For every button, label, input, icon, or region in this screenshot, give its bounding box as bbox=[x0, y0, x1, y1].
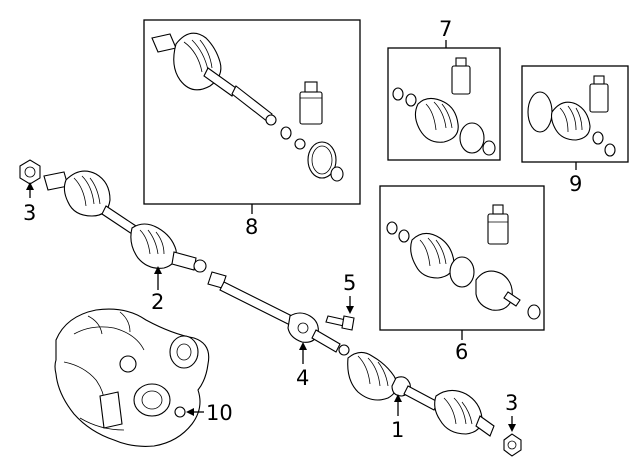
grease-tube-6 bbox=[487, 204, 509, 245]
axle-shaft-left bbox=[43, 170, 207, 273]
inset-box-7: 7 bbox=[387, 17, 501, 161]
callout-5: 5 bbox=[343, 271, 356, 295]
callout-6: 6 bbox=[455, 340, 468, 364]
callout-4: 4 bbox=[296, 366, 309, 390]
grease-tube-8 bbox=[299, 81, 323, 125]
boot-7 bbox=[392, 87, 496, 156]
boot-9 bbox=[527, 91, 616, 157]
grease-tube-7 bbox=[451, 57, 471, 95]
grease-tube-9 bbox=[589, 75, 609, 113]
callout-7: 7 bbox=[439, 17, 452, 41]
callout-8: 8 bbox=[245, 215, 258, 239]
inset-box-9: 9 bbox=[521, 65, 629, 196]
differential-housing bbox=[54, 308, 210, 447]
clamps-8 bbox=[280, 126, 344, 182]
callout-1: 1 bbox=[391, 418, 404, 442]
inner-joint-6 bbox=[386, 221, 541, 320]
axle-nut-right bbox=[503, 433, 522, 457]
axle-shaft-right bbox=[347, 351, 495, 437]
callout-10: 10 bbox=[206, 401, 233, 425]
axle-nut-left bbox=[19, 159, 41, 185]
bolt-5 bbox=[325, 315, 355, 331]
intermediate-shaft bbox=[207, 271, 350, 356]
outer-joint-shaft bbox=[151, 32, 277, 126]
callout-3-right: 3 bbox=[505, 391, 518, 415]
inset-box-8: 8 bbox=[143, 19, 361, 239]
callout-2: 2 bbox=[151, 290, 164, 314]
inset-box-6: 6 bbox=[379, 185, 545, 364]
callout-3-left: 3 bbox=[23, 201, 36, 225]
callout-9: 9 bbox=[569, 172, 582, 196]
